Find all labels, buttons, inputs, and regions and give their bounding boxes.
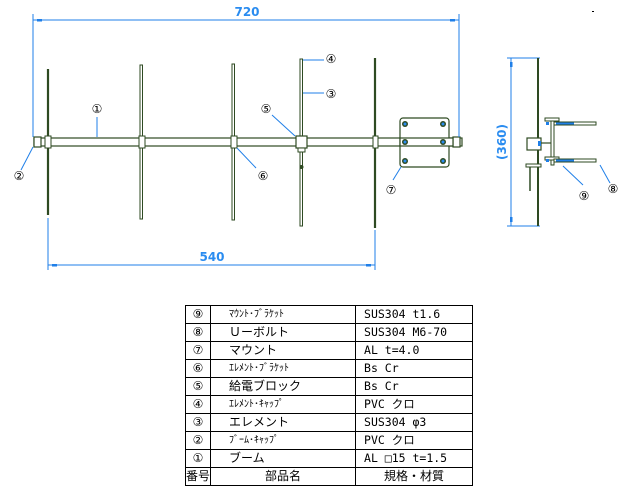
part-name: マウント — [210, 341, 357, 360]
mount-bolts — [402, 121, 446, 164]
u-bolt-lower — [553, 158, 597, 163]
dimension-360-label: (360) — [495, 124, 509, 160]
callout-5: ⑤ — [261, 102, 272, 116]
part-number: ④ — [184, 395, 212, 414]
u-bolt-upper — [553, 121, 597, 126]
header-number: 番号 — [184, 467, 212, 486]
element-bracket — [230, 135, 238, 149]
dimension-lines — [32, 14, 540, 270]
side-clamp — [525, 163, 542, 168]
part-name: ブーム — [210, 449, 357, 468]
part-name: ｴﾚﾒﾝﾄ･ﾌﾞﾗｹｯﾄ — [210, 359, 357, 378]
part-name: ﾌﾞｰﾑ･ｷｬｯﾌﾟ — [210, 431, 357, 450]
callout-8: ⑧ — [608, 182, 619, 196]
table-row: ③ エレメント SUS304 φ3 — [184, 413, 474, 432]
callout-2: ② — [14, 169, 25, 183]
part-spec: PVC クロ — [355, 395, 474, 414]
part-number: ① — [184, 449, 212, 468]
header-spec: 規格・材質 — [355, 467, 474, 486]
dimension-arrows — [37, 19, 513, 267]
part-spec: SUS304 t1.6 — [355, 305, 474, 324]
part-spec: SUS304 M6-70 — [355, 323, 474, 342]
table-row: ④ ｴﾚﾒﾝﾄ･ｷｬｯﾌﾟ PVC クロ — [184, 395, 474, 414]
part-number: ⑤ — [184, 377, 212, 396]
element-driven-lower — [299, 150, 303, 227]
callout-9: ⑨ — [579, 189, 590, 203]
callout-7: ⑦ — [386, 183, 397, 197]
element-bracket — [372, 135, 379, 149]
part-spec: Bs Cr — [355, 377, 474, 396]
part-spec: SUS304 φ3 — [355, 413, 474, 432]
callout-1: ① — [92, 102, 103, 116]
header-part-name: 部品名 — [210, 467, 357, 486]
part-name: 給電ブロック — [210, 377, 357, 396]
leader-lines — [20, 59, 611, 186]
table-row: ① ブーム AL □15 t=1.5 — [184, 449, 474, 468]
part-name: Ｕーボルト — [210, 323, 357, 342]
part-number: ② — [184, 431, 212, 450]
side-view-bolt-highlights — [538, 122, 574, 162]
table-row: ⑥ ｴﾚﾒﾝﾄ･ﾌﾞﾗｹｯﾄ Bs Cr — [184, 359, 474, 378]
boom-cap-left — [33, 136, 42, 148]
part-number: ③ — [184, 413, 212, 432]
callout-4: ④ — [326, 52, 337, 66]
part-number: ⑦ — [184, 341, 212, 360]
boom-cap-right — [452, 136, 461, 148]
table-row: ⑨ ﾏｳﾝﾄ･ﾌﾞﾗｹｯﾄ SUS304 t1.6 — [184, 305, 474, 324]
part-name: エレメント — [210, 413, 357, 432]
table-row: ⑤ 給電ブロック Bs Cr — [184, 377, 474, 396]
part-number: ⑥ — [184, 359, 212, 378]
callout-3: ③ — [326, 87, 337, 101]
part-name: ﾏｳﾝﾄ･ﾌﾞﾗｹｯﾄ — [210, 305, 357, 324]
feed-point — [299, 165, 304, 169]
part-spec: AL □15 t=1.5 — [355, 449, 474, 468]
part-spec: PVC クロ — [355, 431, 474, 450]
stray-mark — [592, 11, 594, 12]
table-header-row: 番号 部品名 規格・材質 — [184, 467, 474, 486]
top-view — [33, 58, 463, 228]
part-name: ｴﾚﾒﾝﾄ･ｷｬｯﾌﾟ — [210, 395, 357, 414]
table-row: ② ﾌﾞｰﾑ･ｷｬｯﾌﾟ PVC クロ — [184, 431, 474, 450]
part-spec: Bs Cr — [355, 359, 474, 378]
part-spec: AL t=4.0 — [355, 341, 474, 360]
part-number: ⑨ — [184, 305, 212, 324]
parts-table: ⑨ ﾏｳﾝﾄ･ﾌﾞﾗｹｯﾄ SUS304 t1.6 ⑧ Ｕーボルト SUS304… — [184, 305, 474, 486]
mount-bracket-top — [544, 117, 560, 122]
element-bracket — [44, 135, 52, 149]
table-row: ⑧ Ｕーボルト SUS304 M6-70 — [184, 323, 474, 342]
feed-block-connector — [297, 147, 306, 153]
table-row: ⑦ マウント AL t=4.0 — [184, 341, 474, 360]
callouts: ① ② ③ ④ ⑤ ⑥ ⑦ ⑧ ⑨ — [14, 52, 619, 203]
boom-through-mount — [399, 137, 454, 147]
element-bracket — [138, 135, 146, 149]
element-driven — [299, 58, 303, 139]
boom — [33, 137, 463, 147]
part-number: ⑧ — [184, 323, 212, 342]
callout-6: ⑥ — [258, 169, 269, 183]
dimension-540-label: 540 — [199, 250, 224, 264]
dimension-720-label: 720 — [234, 5, 259, 19]
feed-block — [295, 135, 308, 149]
